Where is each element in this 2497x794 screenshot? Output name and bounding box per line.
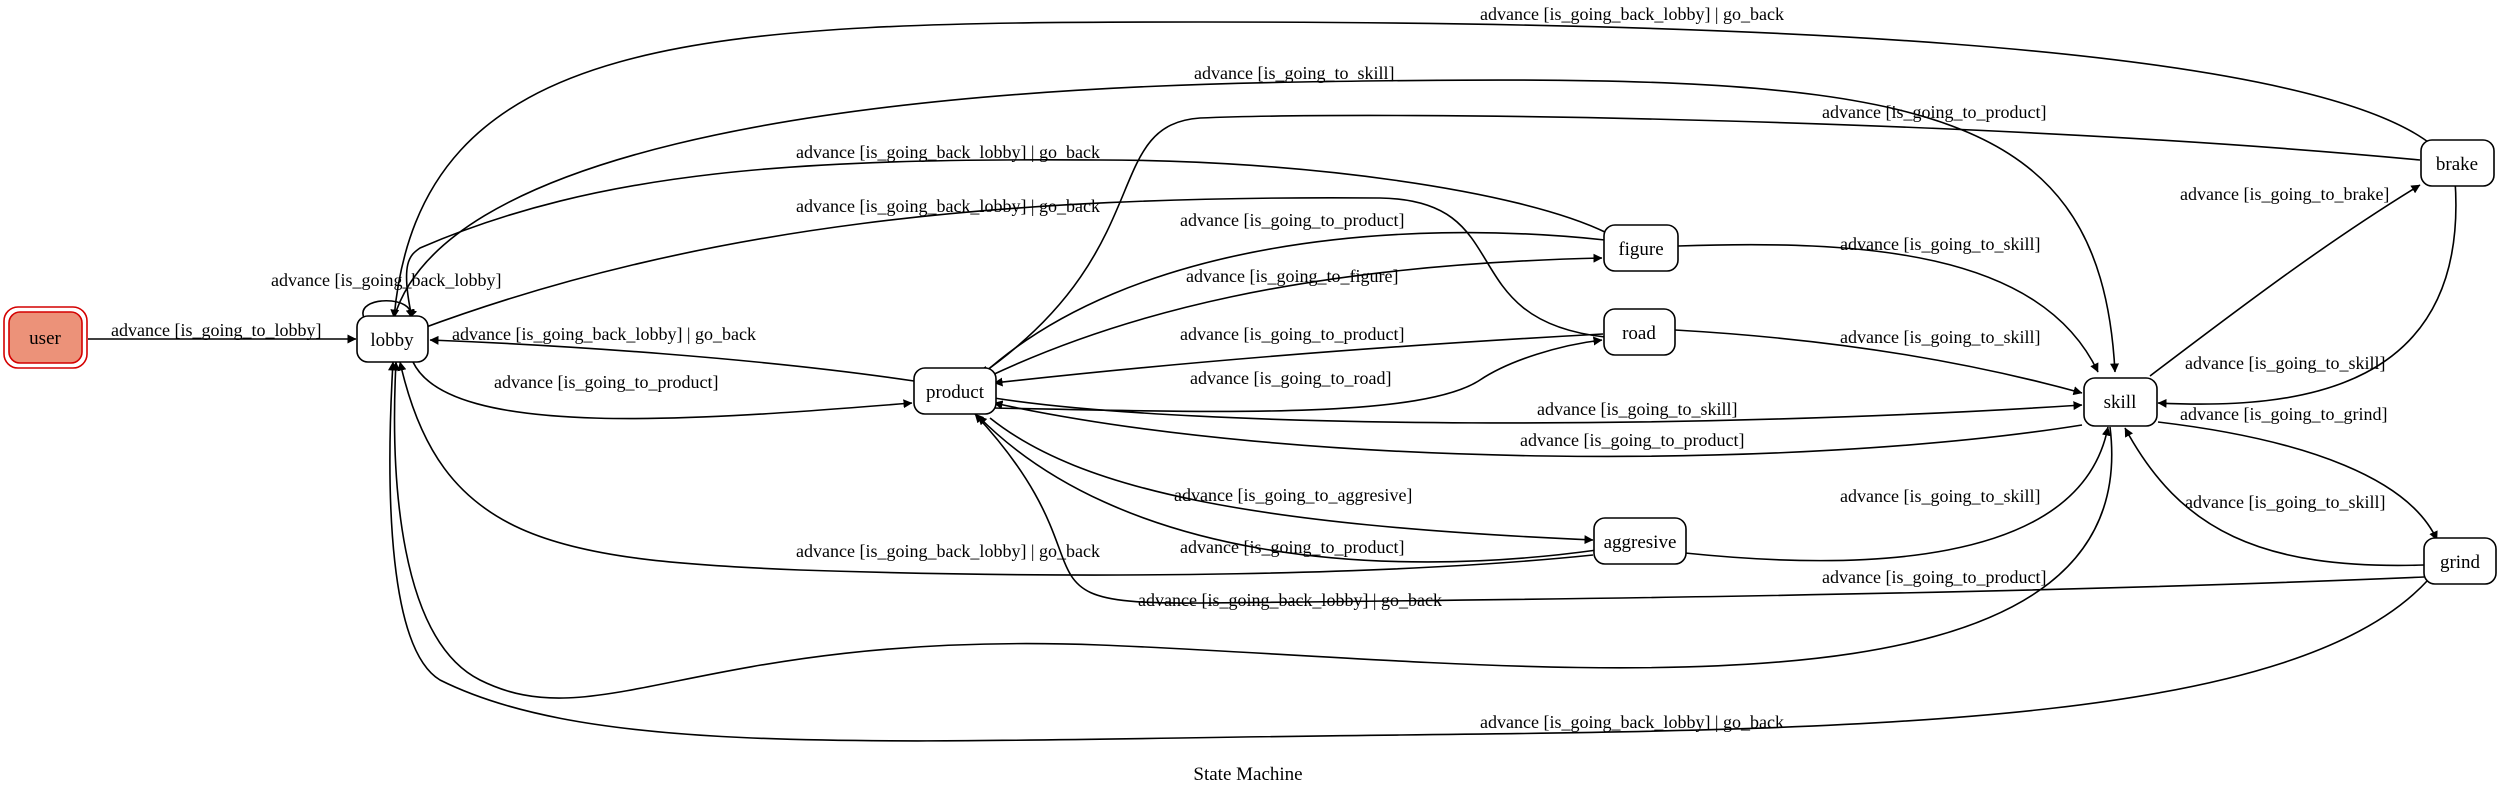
edge-label-skill-brake: advance [is_going_to_brake] — [2180, 184, 2389, 204]
edge-label-figure-skill: advance [is_going_to_skill] — [1840, 234, 2040, 254]
edge-skill-brake — [2149, 184, 2421, 377]
edge-label-brake-lobby: advance [is_going_back_lobby] | go_back — [1480, 4, 1784, 24]
edge-figure-skill — [1677, 243, 2099, 373]
node-brake: brake — [2420, 139, 2495, 187]
edge-label-lobby-lobby: advance [is_going_back_lobby] — [271, 270, 501, 290]
edge-skill-grind — [2157, 421, 2438, 541]
node-label-aggresive: aggresive — [1604, 532, 1677, 553]
edge-label-skill-grind: advance [is_going_to_grind] — [2180, 404, 2387, 424]
node-label-user: user — [29, 328, 61, 349]
edge-road-product — [993, 333, 1604, 387]
edge-label-aggresive-lobby: advance [is_going_back_lobby] | go_back — [796, 541, 1100, 561]
edge-aggresive-skill — [1684, 426, 2111, 562]
node-road: road — [1603, 308, 1676, 356]
edge-grind-skill — [2124, 427, 2425, 567]
edge-label-lobby-product: advance [is_going_to_product] — [494, 372, 718, 392]
edge-product-figure — [989, 253, 1603, 377]
edge-product-aggresive — [989, 417, 1594, 545]
edge-label-product-aggresive: advance [is_going_to_aggresive] — [1174, 485, 1412, 505]
edge-label-product-road: advance [is_going_to_road] — [1190, 368, 1391, 388]
edge-label-skill-lobby: advance [is_going_back_lobby] | go_back — [1138, 590, 1442, 610]
node-lobby: lobby — [356, 315, 429, 363]
edge-label-road-lobby: advance [is_going_back_lobby] | go_back — [796, 196, 1100, 216]
edge-label-lobby-skill: advance [is_going_to_skill] — [1194, 63, 1394, 83]
node-label-road: road — [1622, 323, 1656, 344]
node-label-figure: figure — [1618, 239, 1663, 260]
node-product: product — [913, 367, 997, 415]
edge-label-product-skill: advance [is_going_to_skill] — [1537, 399, 1737, 419]
node-label-product: product — [926, 382, 985, 403]
edge-label-brake-skill: advance [is_going_to_skill] — [2185, 353, 2385, 373]
edge-aggresive-lobby — [397, 361, 1594, 576]
edge-label-skill-product: advance [is_going_to_product] — [1520, 430, 1744, 450]
node-user: user — [3, 306, 88, 369]
edge-label-road-product: advance [is_going_to_product] — [1180, 324, 1404, 344]
edge-product-road — [993, 336, 1603, 413]
edge-figure-lobby — [405, 159, 1608, 319]
edge-product-lobby — [429, 335, 915, 382]
edge-skill-lobby — [391, 361, 2113, 699]
diagram-caption: State Machine — [1193, 764, 1302, 785]
edge-label-grind-product: advance [is_going_to_product] — [1822, 567, 2046, 587]
node-label-brake: brake — [2436, 154, 2478, 175]
edge-aggresive-product — [977, 415, 1598, 563]
edge-grind-lobby — [388, 361, 2429, 742]
edge-label-product-lobby: advance [is_going_back_lobby] | go_back — [452, 324, 756, 344]
edge-label-road-skill: advance [is_going_to_skill] — [1840, 327, 2040, 347]
edge-label-aggresive-skill: advance [is_going_to_skill] — [1840, 486, 2040, 506]
edge-label-product-figure: advance [is_going_to_figure] — [1186, 266, 1398, 286]
edge-label-aggresive-product: advance [is_going_to_product] — [1180, 537, 1404, 557]
node-aggresive: aggresive — [1593, 517, 1687, 565]
edge-figure-product — [981, 231, 1606, 376]
node-grind: grind — [2423, 537, 2497, 585]
edge-product-skill — [993, 397, 2083, 424]
edge-lobby-skill — [393, 79, 2120, 373]
edge-brake-lobby — [390, 21, 2433, 319]
edge-road-lobby — [417, 197, 1606, 338]
edge-brake-skill — [2157, 179, 2457, 408]
node-skill: skill — [2083, 377, 2158, 427]
edge-grind-product — [974, 413, 2425, 604]
node-figure: figure — [1603, 224, 1679, 272]
edge-label-brake-product: advance [is_going_to_product] — [1822, 102, 2046, 122]
edge-label-figure-lobby: advance [is_going_back_lobby] | go_back — [796, 142, 1100, 162]
edge-skill-product — [993, 400, 2083, 458]
edge-label-user-lobby: advance [is_going_to_lobby] — [111, 320, 321, 340]
edge-label-grind-skill: advance [is_going_to_skill] — [2185, 492, 2385, 512]
edge-label-figure-product: advance [is_going_to_product] — [1180, 210, 1404, 230]
node-label-skill: skill — [2104, 392, 2137, 413]
edge-lobby-product — [412, 361, 913, 420]
edge-road-skill — [1674, 329, 2083, 396]
node-label-grind: grind — [2440, 552, 2481, 573]
edge-brake-product — [979, 114, 2421, 376]
edge-label-grind-lobby: advance [is_going_back_lobby] | go_back — [1480, 712, 1784, 732]
node-label-lobby: lobby — [370, 330, 414, 351]
